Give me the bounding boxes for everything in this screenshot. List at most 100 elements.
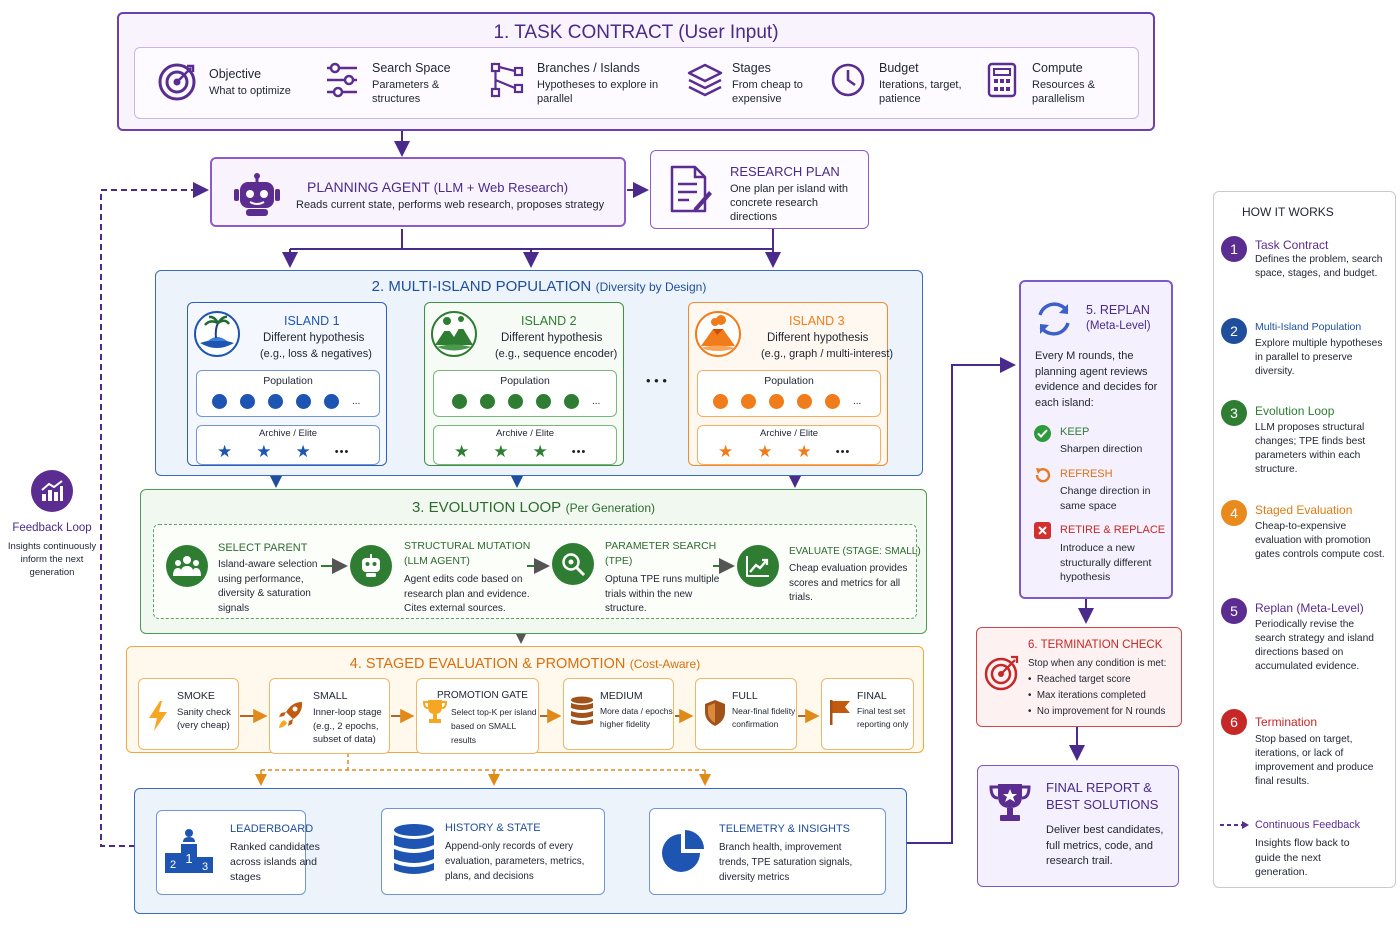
refresh-icon: [1035, 468, 1051, 483]
stage-desc: Select top-K per island based on SMALL r…: [451, 707, 537, 745]
check-circle-icon: [1034, 425, 1051, 442]
elite-star-icon: ★: [796, 442, 812, 461]
replan-option-desc: Introduce a new structurally different h…: [1060, 542, 1152, 583]
final-report-box: FINAL REPORT & BEST SOLUTIONS Deliver be…: [977, 765, 1179, 887]
task-item-desc: Iterations, target, patience: [879, 79, 962, 105]
leaderboard-title: LEADERBOARD: [230, 823, 314, 835]
population-dot: [480, 394, 495, 409]
task-item-label: Search Space: [372, 61, 451, 75]
stage-desc: Final test set reporting only: [857, 706, 909, 729]
multi-island-title: 2. MULTI-ISLAND POPULATION (Diversity by…: [156, 278, 922, 296]
island-1: ISLAND 1 Different hypothesis (e.g., los…: [187, 302, 387, 466]
leaderboard-desc: Ranked candidates across islands and sta…: [230, 841, 320, 883]
population-dot: [268, 394, 283, 409]
island-hypothesis: Different hypothesis: [767, 332, 869, 344]
task-item-desc: What to optimize: [209, 85, 291, 97]
elite-star-icon: ★: [757, 442, 773, 461]
how-step-title: Task Contract: [1255, 238, 1329, 252]
replan-desc: Every M rounds, the planning agent revie…: [1035, 350, 1158, 409]
stage-title: MEDIUM: [600, 690, 643, 702]
island-archive-box: Archive / Elite ★ ★ ★ •••: [697, 425, 881, 465]
termination-lead: Stop when any condition is met:: [1028, 658, 1167, 669]
history-state-desc: Append-only records of every evaluation,…: [445, 841, 585, 882]
podium-number: 2: [170, 859, 176, 871]
planning-agent-title-main: PLANNING AGENT: [307, 179, 430, 195]
archive-more: •••: [334, 445, 350, 458]
termination-condition-text: Reached target score: [1036, 674, 1131, 685]
population-dot: [769, 394, 784, 409]
termination-box: 6. TERMINATION CHECK Stop when any condi…: [976, 627, 1182, 727]
step-number-badge: 6: [1221, 709, 1247, 735]
elite-star-icon: ★: [454, 442, 470, 461]
replan-option-title: RETIRE & REPLACE: [1060, 524, 1166, 536]
evolution-loop-title: 3. EVOLUTION LOOP (Per Generation): [141, 499, 926, 517]
step-number-badge: 5: [1221, 598, 1247, 624]
evolution-step-title: STRUCTURAL MUTATION (LLM AGENT): [404, 540, 531, 567]
population-dot: [324, 394, 339, 409]
multi-island-title-main: 2. MULTI-ISLAND POPULATION: [371, 278, 592, 295]
island-detail: (e.g., sequence encoder): [495, 348, 618, 360]
task-item-label: Objective: [209, 67, 262, 81]
dashed-arrow-icon: [1220, 821, 1249, 829]
replan-option-title: REFRESH: [1060, 468, 1113, 480]
termination-condition: • No improvement for N rounds: [1028, 706, 1166, 717]
replan-option-desc: Sharpen direction: [1060, 443, 1143, 455]
termination-condition: • Max iterations completed: [1028, 690, 1146, 701]
how-it-works-title: HOW IT WORKS: [1242, 205, 1334, 219]
population-more: ...: [853, 396, 862, 407]
how-step-title: Evolution Loop: [1255, 404, 1335, 418]
final-report-desc: Deliver best candidates, full metrics, c…: [1046, 824, 1164, 867]
population-more: ...: [352, 396, 361, 407]
archive-label: Archive / Elite: [759, 428, 819, 439]
archive-stars: ★ ★ ★ •••: [217, 443, 349, 460]
telemetry-title: TELEMETRY & INSIGHTS: [719, 823, 851, 835]
population-label: Population: [764, 375, 814, 387]
mountain-island-icon: [431, 311, 477, 357]
telemetry-desc: Branch health, improvement trends, TPE s…: [719, 842, 853, 883]
replan-box: 5. REPLAN (Meta-Level) Every M rounds, t…: [1019, 280, 1173, 599]
island-archive-box: Archive / Elite ★ ★ ★ •••: [433, 425, 617, 465]
island-name: ISLAND 1: [284, 314, 340, 328]
stage-medium: MEDIUM More data / epochs higher fidelit…: [563, 678, 674, 750]
island-detail: (e.g., graph / multi-interest): [761, 348, 894, 360]
research-plan-title: RESEARCH PLAN: [730, 164, 840, 179]
people-group-icon: [166, 545, 208, 587]
evolution-loop-title-main: 3. EVOLUTION LOOP: [411, 499, 562, 516]
how-step-desc: Cheap-to-expensive evaluation with promo…: [1255, 521, 1385, 560]
population-dots: ...: [212, 394, 360, 409]
refresh-cycle-icon: [1038, 302, 1070, 336]
step-number-badge: 4: [1221, 500, 1247, 526]
sliders-icon: [327, 62, 357, 98]
rocket-icon: [279, 702, 303, 728]
continuous-feedback-title: Continuous Feedback: [1255, 819, 1361, 831]
target-icon: [984, 655, 1019, 691]
elite-star-icon: ★: [295, 442, 311, 461]
staged-evaluation-title-main: 4. STAGED EVALUATION & PROMOTION: [349, 656, 626, 672]
population-dot: [741, 394, 756, 409]
island-population-box: Population ...: [697, 370, 881, 417]
population-dot: [713, 394, 728, 409]
task-item-stages: Stages From cheap to expensive: [687, 58, 837, 108]
stage-desc: Sanity check (very cheap): [177, 707, 231, 731]
robot-agent-icon: [350, 545, 392, 587]
termination-condition-text: No improvement for N rounds: [1036, 706, 1166, 717]
how-step-title: Staged Evaluation: [1255, 503, 1353, 517]
task-item-label: Branches / Islands: [537, 61, 640, 75]
planning-agent-box: PLANNING AGENT (LLM + Web Research) Read…: [210, 157, 626, 227]
trend-chart-icon: [737, 545, 779, 587]
palm-island-icon: [194, 311, 240, 357]
elite-star-icon: ★: [532, 442, 548, 461]
archive-label: Archive / Elite: [258, 428, 318, 439]
task-item-desc: Resources & parallelism: [1032, 79, 1095, 105]
lightning-icon: [149, 701, 167, 731]
clock-icon: [831, 63, 865, 97]
termination-title: 6. TERMINATION CHECK: [1028, 639, 1163, 651]
how-step-desc: Defines the problem, search space, stage…: [1255, 254, 1383, 279]
island-population-box: Population ...: [433, 370, 617, 417]
feedback-loop-desc: Insights continuously inform the next ge…: [7, 541, 97, 578]
search-gear-icon: [552, 543, 594, 585]
staged-evaluation-panel: 4. STAGED EVALUATION & PROMOTION (Cost-A…: [126, 646, 924, 754]
storage-panel: 2 1 3 LEADERBOARD Ranked candidates acro…: [134, 788, 907, 914]
document-edit-icon: [670, 165, 712, 213]
step-number-badge: 2: [1221, 318, 1247, 344]
